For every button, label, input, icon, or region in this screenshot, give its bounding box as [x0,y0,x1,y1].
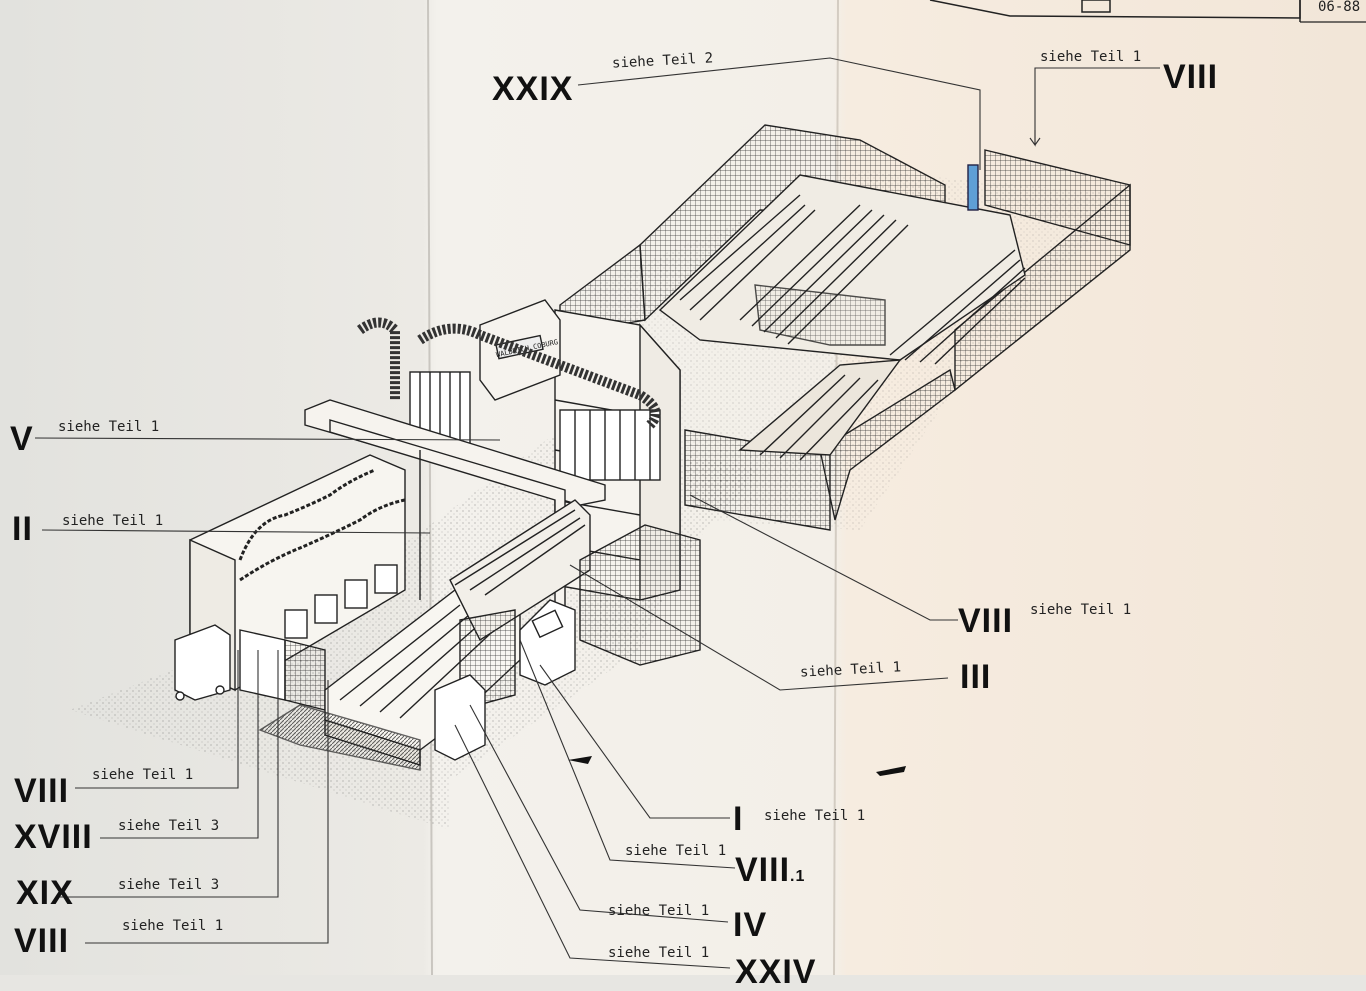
callout-roman: VIII [958,602,1014,640]
callout-roman: III [960,658,992,696]
callout-roman: IV [733,906,768,944]
ink-smudge-2 [876,766,906,776]
callout-suffix: .1 [790,868,806,885]
callout-note: siehe Teil 1 [1030,602,1132,618]
callout-note: siehe Teil 1 [62,513,164,529]
callout-roman: XVIII [14,818,93,856]
callout-note: siehe Teil 1 [625,843,727,859]
callout-note: siehe Teil 1 [1040,49,1142,65]
callout-roman: XIX [16,874,74,912]
callout-roman: XXIX [492,70,574,108]
callout-note: siehe Teil 1 [58,419,160,435]
callout-note: siehe Teil 3 [118,877,220,893]
rear-enclosure [559,124,1131,531]
tool-magazine [174,454,406,711]
callout-note: siehe Teil 1 [92,767,194,783]
callout-roman: VIII [1163,58,1219,96]
callout-roman: XXIV [735,953,817,991]
callout-note: siehe Teil 1 [122,918,224,934]
sheet-code: 06-88 [1318,0,1361,15]
callout-roman: V [10,420,34,458]
callout-note: siehe Teil 1 [608,945,710,961]
callout-roman: II [12,510,33,548]
leader-lines [34,57,1160,969]
callout-roman-text: VIII [735,851,791,889]
callout-roman: I [733,800,744,838]
callout-note: siehe Teil 1 [608,903,710,919]
work-table [258,499,701,771]
ink-smudge [568,756,592,764]
callout-roman: VIII [14,922,70,960]
callout-roman: VIII [14,772,70,810]
callout-note: siehe Teil 1 [764,808,866,824]
callout-note: siehe Teil 3 [118,818,220,834]
title-block [929,0,1366,23]
callout-roman: VIII.1 [735,853,805,887]
